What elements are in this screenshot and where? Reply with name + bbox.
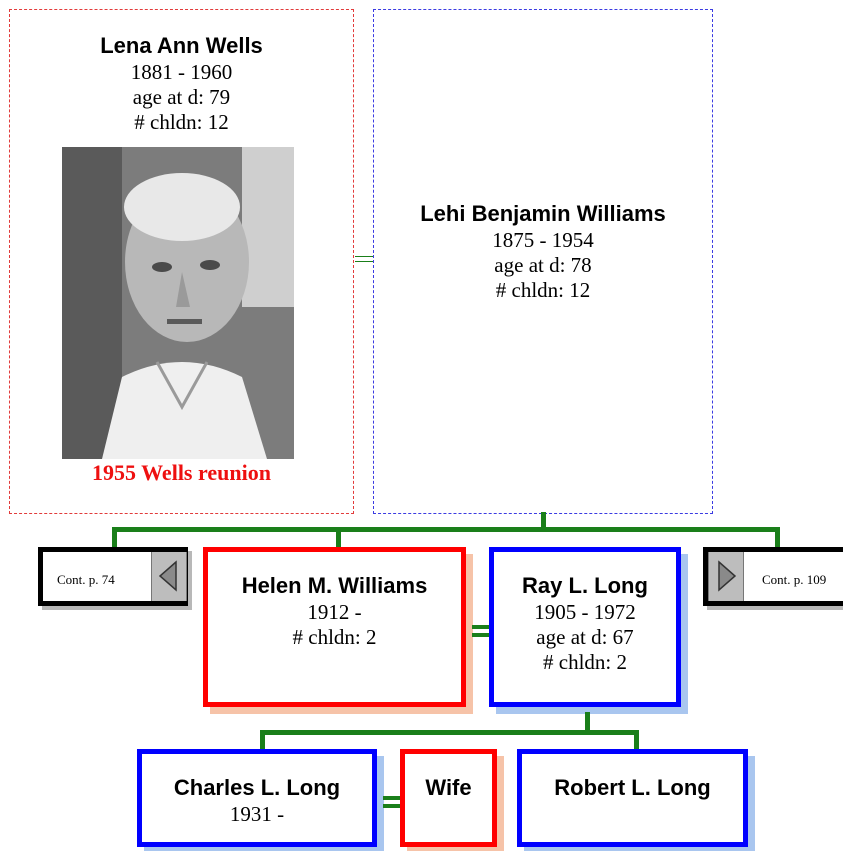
continuation-box-left[interactable]: Cont. p. 74 bbox=[38, 547, 188, 606]
connector-line bbox=[634, 730, 639, 750]
person-name: Lena Ann Wells bbox=[100, 33, 263, 58]
continuation-label: Cont. p. 109 bbox=[762, 572, 827, 587]
photo-caption: 1955 Wells reunion bbox=[92, 460, 271, 485]
next-page-button[interactable] bbox=[708, 552, 744, 601]
person-name: Lehi Benjamin Williams bbox=[420, 201, 666, 226]
previous-page-button[interactable] bbox=[151, 552, 187, 601]
person-card-ray-l-long[interactable]: Ray L. Long 1905 - 1972 age at d: 67 # c… bbox=[489, 547, 681, 707]
connector-line bbox=[336, 527, 341, 549]
person-card-wife[interactable]: Wife bbox=[400, 749, 497, 847]
person-name: Helen M. Williams bbox=[241, 573, 428, 598]
marriage-connector bbox=[383, 796, 400, 808]
connector-line bbox=[112, 527, 117, 549]
person-dates: 1875 - 1954 bbox=[492, 228, 594, 252]
person-children-count: # chldn: 12 bbox=[134, 110, 229, 134]
person-age: age at d: 79 bbox=[132, 85, 231, 109]
marriage-connector bbox=[355, 256, 373, 262]
person-name: Ray L. Long bbox=[522, 573, 648, 598]
arrow-right-icon bbox=[718, 560, 737, 592]
connector-line bbox=[585, 712, 590, 733]
person-dates: 1931 - bbox=[229, 802, 285, 826]
portrait-image bbox=[62, 147, 294, 459]
connector-line bbox=[541, 512, 546, 530]
person-dates: 1912 - bbox=[307, 600, 362, 624]
continuation-box-right[interactable]: Cont. p. 109 bbox=[703, 547, 843, 606]
person-card-robert-l-long[interactable]: Robert L. Long bbox=[517, 749, 748, 847]
arrow-left-icon bbox=[158, 560, 177, 592]
person-name: Robert L. Long bbox=[554, 775, 711, 800]
person-photo bbox=[62, 147, 294, 459]
person-card-helen-m-williams[interactable]: Helen M. Williams 1912 - # chldn: 2 bbox=[203, 547, 466, 707]
person-children-count: # chldn: 2 bbox=[543, 650, 627, 674]
person-card-lena-ann-wells[interactable]: Lena Ann Wells 1881 - 1960 age at d: 79 … bbox=[9, 9, 354, 514]
continuation-label: Cont. p. 74 bbox=[57, 572, 115, 587]
person-age: age at d: 78 bbox=[494, 253, 592, 277]
person-card-lehi-benjamin-williams[interactable]: Lehi Benjamin Williams 1875 - 1954 age a… bbox=[373, 9, 713, 514]
connector-line bbox=[112, 527, 780, 532]
connector-line bbox=[260, 730, 639, 735]
person-children-count: # chldn: 2 bbox=[292, 625, 377, 649]
person-card-charles-l-long[interactable]: Charles L. Long 1931 - bbox=[137, 749, 377, 847]
connector-line bbox=[775, 527, 780, 549]
marriage-connector bbox=[472, 625, 489, 637]
connector-line bbox=[260, 730, 265, 750]
person-name: Wife bbox=[425, 775, 472, 800]
person-age: age at d: 67 bbox=[536, 625, 634, 649]
person-children-count: # chldn: 12 bbox=[495, 278, 591, 302]
person-dates: 1881 - 1960 bbox=[130, 60, 233, 84]
person-name: Charles L. Long bbox=[173, 775, 341, 800]
person-dates: 1905 - 1972 bbox=[534, 600, 636, 624]
